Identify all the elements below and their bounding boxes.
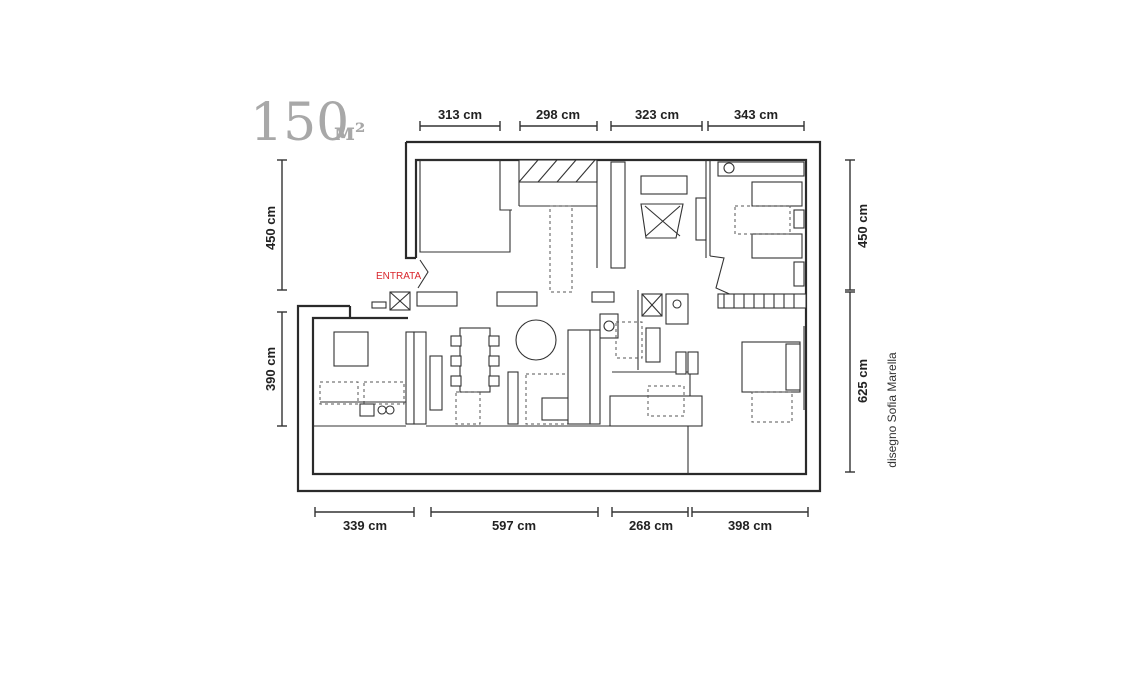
outer-walls xyxy=(296,140,822,493)
dim-bottom-1: 339 cm xyxy=(343,518,387,533)
drawing-credit: disegno Sofia Marella xyxy=(885,352,899,468)
dim-top-3: 323 cm xyxy=(635,107,679,122)
right-dimensions: 450 cm 625 cm xyxy=(845,159,870,473)
dim-right-2: 625 cm xyxy=(855,359,870,403)
dim-right-1: 450 cm xyxy=(855,204,870,248)
area-unit: м² xyxy=(334,117,365,146)
bottom-dimensions: 339 cm 597 cm 268 cm 398 cm xyxy=(314,507,809,533)
entrance-label: ENTRATA xyxy=(376,271,422,282)
area-number: 150 xyxy=(250,93,349,153)
dim-left-2: 390 cm xyxy=(263,347,278,391)
dim-top-4: 343 cm xyxy=(734,107,778,122)
dim-bottom-3: 268 cm xyxy=(629,518,673,533)
top-dimensions: 313 cm 298 cm 323 cm 343 cm xyxy=(419,107,805,131)
dim-bottom-2: 597 cm xyxy=(492,518,536,533)
interior-walls xyxy=(313,159,807,474)
left-dimensions: 450 cm 390 cm xyxy=(263,159,287,427)
dim-bottom-4: 398 cm xyxy=(728,518,772,533)
dim-top-2: 298 cm xyxy=(536,107,580,122)
dim-top-1: 313 cm xyxy=(438,107,482,122)
dim-left-1: 450 cm xyxy=(263,206,278,250)
